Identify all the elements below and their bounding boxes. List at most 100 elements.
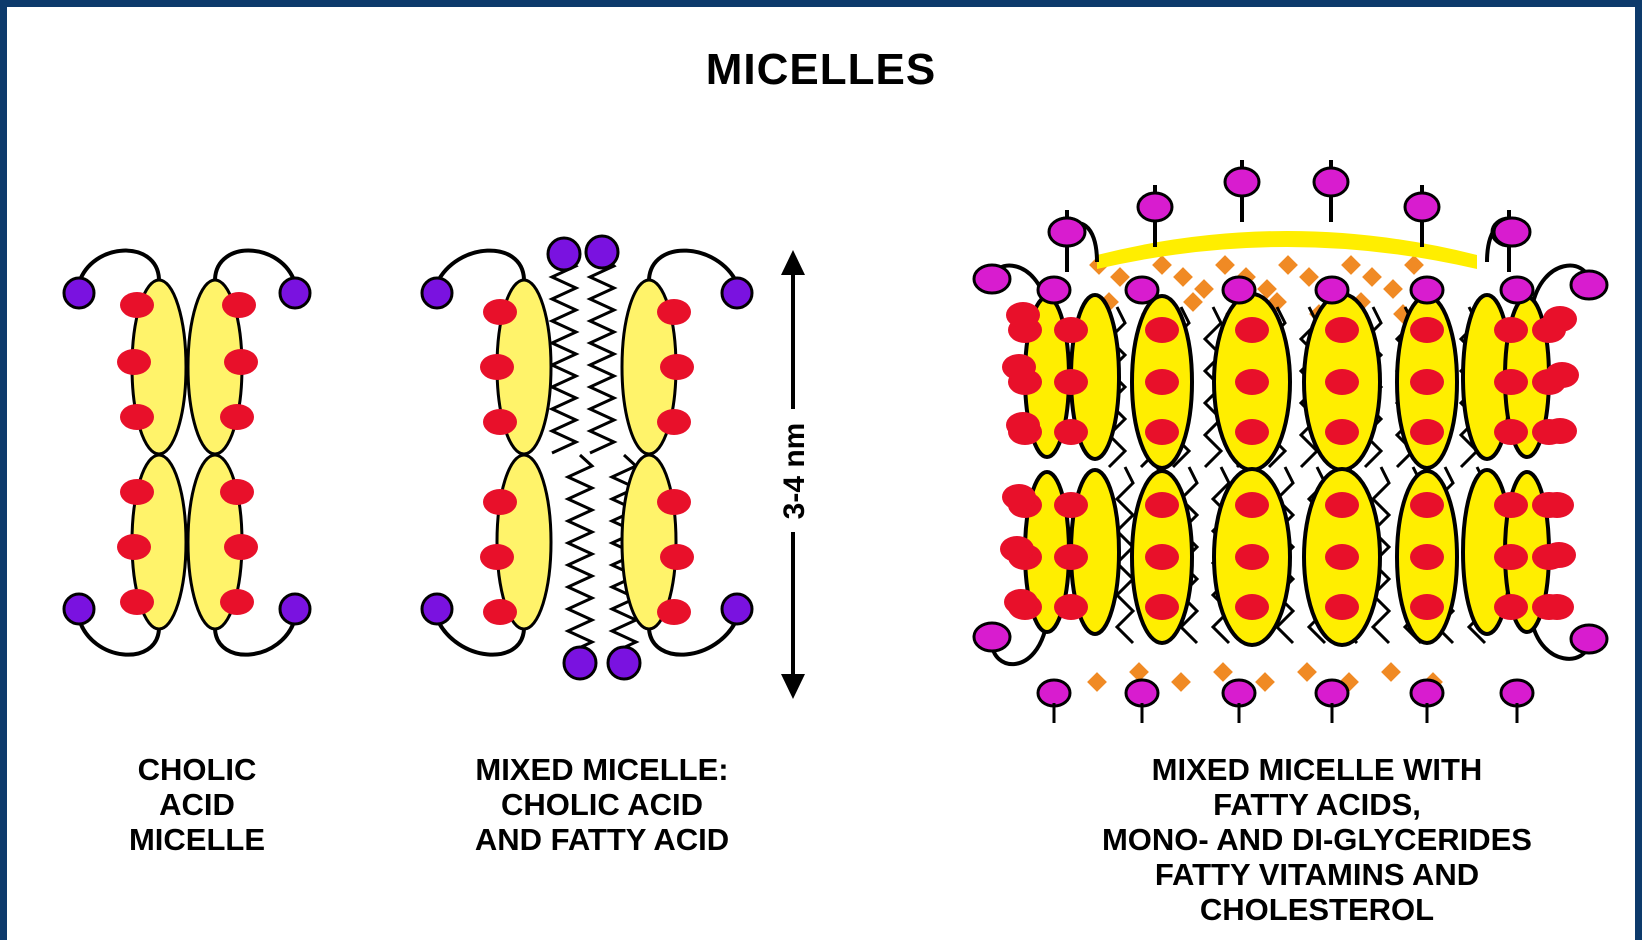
polar-group — [1540, 594, 1574, 620]
polar-group — [1145, 544, 1179, 570]
polar-group — [1004, 589, 1038, 615]
polar-group — [1410, 419, 1444, 445]
polar-group — [224, 534, 258, 560]
polar-group — [1054, 369, 1088, 395]
arrowhead-up — [781, 250, 805, 275]
polar-group — [1494, 544, 1528, 570]
head-group — [974, 623, 1010, 651]
head-group — [64, 594, 94, 624]
polar-group — [1006, 412, 1040, 438]
mixed-micelle-cholic-fatty — [422, 236, 752, 679]
polar-group — [1235, 317, 1269, 343]
complex-mixed-micelle — [974, 160, 1607, 723]
head-group — [1571, 271, 1607, 299]
polar-group — [657, 299, 691, 325]
polar-group — [1494, 369, 1528, 395]
fatty-acid-head — [548, 238, 580, 270]
polar-group — [220, 589, 254, 615]
polar-group — [1325, 419, 1359, 445]
glyceride-diamond — [1194, 279, 1214, 299]
polar-group — [1235, 492, 1269, 518]
polar-group — [1543, 418, 1577, 444]
head-group — [1038, 277, 1070, 303]
polar-group — [1145, 317, 1179, 343]
fatty-acid-chain — [552, 255, 576, 453]
fatty-acid-head — [1138, 193, 1172, 221]
glyceride-diamond — [1215, 255, 1235, 275]
tail-line — [437, 619, 524, 655]
polar-group — [1494, 317, 1528, 343]
fatty-acid-head — [1225, 168, 1259, 196]
head-group — [1223, 277, 1255, 303]
polar-group — [120, 589, 154, 615]
polar-group — [657, 409, 691, 435]
head-group — [974, 265, 1010, 293]
fatty-acid-chain — [568, 455, 592, 653]
polar-group — [220, 479, 254, 505]
cholic-acid-micelle — [64, 251, 310, 655]
head-group — [1411, 277, 1443, 303]
scale-label: 3-4 nm — [778, 423, 811, 520]
polar-group — [1002, 484, 1036, 510]
head-group — [1501, 277, 1533, 303]
polar-group — [1235, 419, 1269, 445]
polar-group — [1054, 544, 1088, 570]
head-group — [1411, 680, 1443, 706]
polar-group — [480, 354, 514, 380]
caption-complex-mixed-micelle: MIXED MICELLE WITH FATTY ACIDS, MONO- AN… — [1057, 752, 1577, 927]
arrowhead-down — [781, 674, 805, 699]
glyceride-diamond — [1087, 672, 1107, 692]
polar-group — [1494, 492, 1528, 518]
polar-group — [120, 479, 154, 505]
polar-group — [1145, 594, 1179, 620]
glyceride-diamond — [1299, 267, 1319, 287]
polar-group — [1325, 369, 1359, 395]
caption-line: FATTY ACIDS, — [1057, 787, 1577, 822]
polar-group — [1235, 369, 1269, 395]
tail-line — [649, 619, 737, 655]
polar-group — [1235, 544, 1269, 570]
glyceride-diamond — [1255, 672, 1275, 692]
polar-group — [1054, 594, 1088, 620]
polar-group — [480, 544, 514, 570]
polar-group — [1054, 419, 1088, 445]
polar-group — [117, 349, 151, 375]
polar-group — [1410, 317, 1444, 343]
polar-group — [1145, 419, 1179, 445]
polar-group — [1054, 492, 1088, 518]
polar-group — [660, 544, 694, 570]
polar-group — [1410, 369, 1444, 395]
polar-group — [660, 354, 694, 380]
caption-line: FATTY VITAMINS AND — [1057, 857, 1577, 892]
polar-group — [224, 349, 258, 375]
polar-group — [1235, 594, 1269, 620]
glyceride-diamond — [1152, 255, 1172, 275]
polar-group — [1325, 317, 1359, 343]
head-group — [1494, 218, 1530, 246]
caption-line: AND FATTY ACID — [452, 822, 752, 857]
polar-group — [1325, 544, 1359, 570]
glyceride-diamond — [1173, 267, 1193, 287]
caption-line: CHOLIC — [97, 752, 297, 787]
polar-group — [657, 489, 691, 515]
glyceride-diamond — [1362, 267, 1382, 287]
fatty-acid-head — [608, 647, 640, 679]
head-group — [1126, 277, 1158, 303]
glyceride-diamond — [1381, 662, 1401, 682]
tail-line — [215, 619, 295, 655]
head-group — [1571, 625, 1607, 653]
caption-line: MICELLE — [97, 822, 297, 857]
polar-group — [1410, 544, 1444, 570]
tail-line — [649, 251, 737, 283]
head-group — [1038, 680, 1070, 706]
polar-group — [1545, 362, 1579, 388]
caption-line: ACID — [97, 787, 297, 822]
glyceride-diamond — [1278, 255, 1298, 275]
polar-group — [483, 489, 517, 515]
polar-group — [1543, 306, 1577, 332]
head-group — [1126, 680, 1158, 706]
head-group — [422, 278, 452, 308]
caption-line: MIXED MICELLE WITH — [1057, 752, 1577, 787]
polar-group — [483, 409, 517, 435]
glyceride-diamond — [1213, 662, 1233, 682]
